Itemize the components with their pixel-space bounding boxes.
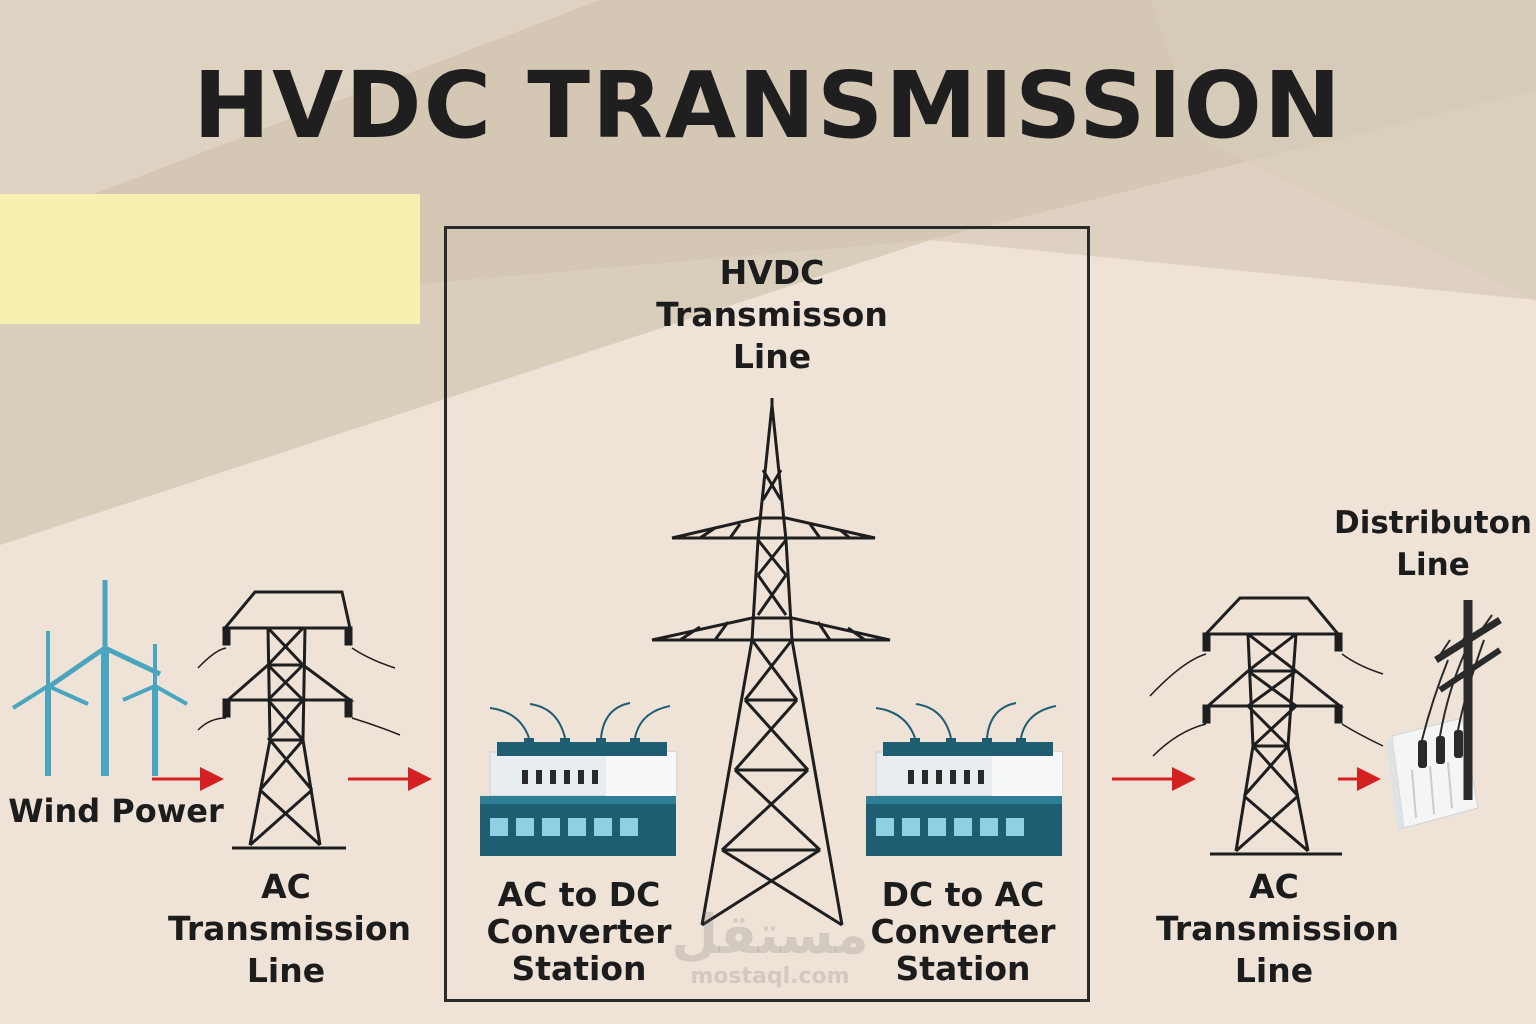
watermark-arabic: مستقل (671, 903, 869, 966)
dc-to-ac-label: DC to AC Converter Station (868, 876, 1058, 987)
ac-line-left-line-2: Transmission (168, 909, 412, 948)
distribution-pole-icon (1386, 600, 1502, 832)
watermark: مستقل mostaql.com (660, 905, 880, 989)
page-title: HVDC TRANSMISSION (193, 52, 1343, 159)
ac-tower-right-icon (1149, 596, 1384, 856)
hvdc-section-frame (444, 226, 1090, 1002)
ac-to-dc-station-icon (480, 702, 677, 856)
dc-to-ac-station-icon (866, 702, 1063, 856)
hvdc-line-label: HVDC Transmisson Line (652, 252, 892, 378)
ac-line-left-line-1: AC (261, 867, 311, 906)
ac-to-dc-line-2: Converter (486, 912, 672, 951)
wind-turbines-icon (11, 580, 188, 776)
ac-to-dc-line-3: Station (511, 949, 647, 988)
ac-tower-left-icon (197, 590, 401, 850)
ac-to-dc-label: AC to DC Converter Station (484, 876, 674, 987)
highlight-block (0, 194, 420, 324)
hvdc-line-line-1: HVDC (719, 253, 825, 292)
wind-power-text: Wind Power (8, 792, 224, 830)
wind-power-label: Wind Power (8, 790, 224, 832)
ac-line-right-line-2: Transmission (1156, 909, 1400, 948)
ac-line-right-line-1: AC (1249, 867, 1299, 906)
distribution-label: Distributon Line (1330, 502, 1536, 586)
ac-line-right-line-3: Line (1234, 951, 1314, 990)
hvdc-line-line-3: Line (732, 337, 812, 376)
ac-to-dc-line-1: AC to DC (497, 875, 661, 914)
distribution-line-2: Line (1396, 547, 1470, 583)
watermark-latin: mostaql.com (690, 964, 850, 989)
dc-to-ac-line-3: Station (895, 949, 1031, 988)
hvdc-line-line-2: Transmisson (656, 295, 888, 334)
dc-to-ac-line-2: Converter (870, 912, 1056, 951)
dc-to-ac-line-1: DC to AC (881, 875, 1045, 914)
hvdc-tower-icon (651, 398, 891, 927)
ac-line-left-label: AC Transmission Line (168, 866, 412, 992)
ac-line-left-line-3: Line (246, 951, 326, 990)
distribution-line-1: Distributon (1334, 505, 1532, 541)
ac-line-right-label: AC Transmission Line (1156, 866, 1400, 992)
